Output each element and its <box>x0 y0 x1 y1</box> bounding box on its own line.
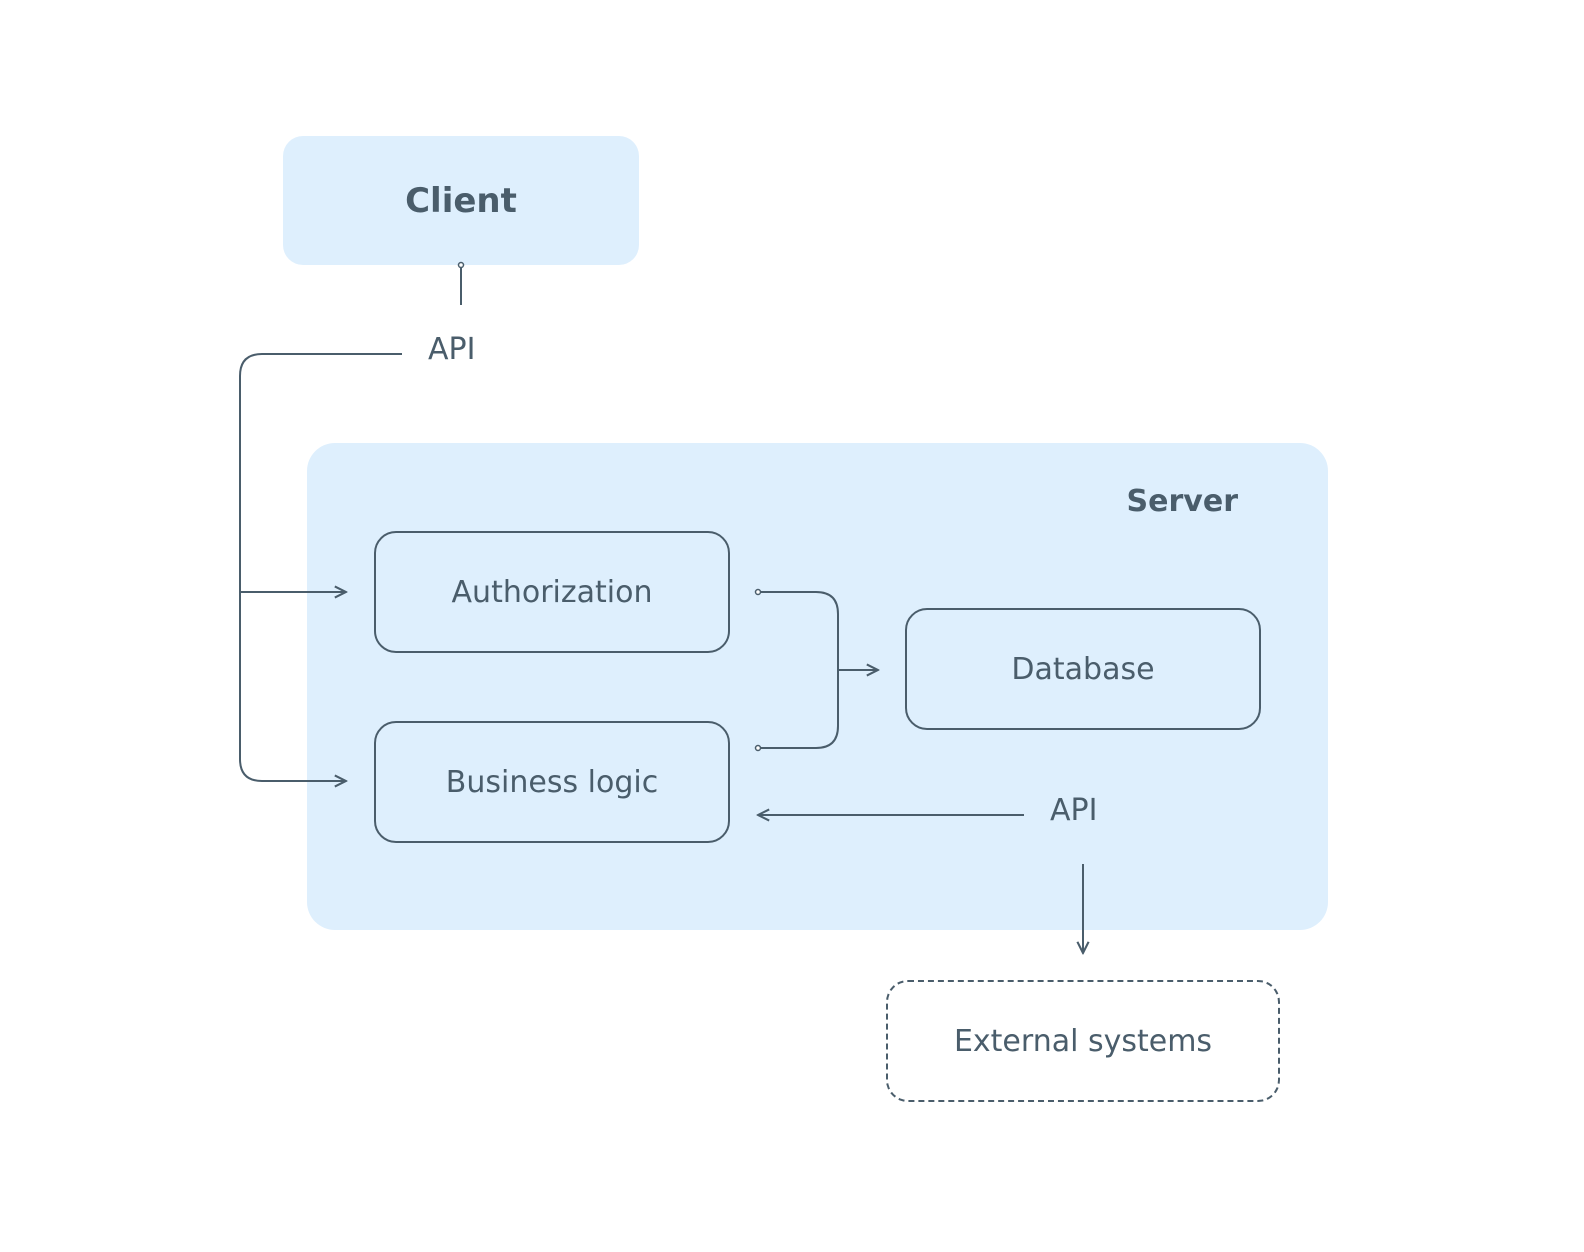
server-label: Server <box>1126 484 1238 519</box>
business-logic-node: Business logic <box>374 721 730 843</box>
authorization-label: Authorization <box>451 574 653 610</box>
authorization-node: Authorization <box>374 531 730 653</box>
api-inner-label: API <box>1050 793 1098 828</box>
api-top-label: API <box>428 332 476 367</box>
external-systems-node: External systems <box>886 980 1280 1102</box>
client-node: Client <box>283 136 639 265</box>
external-systems-label: External systems <box>953 1023 1213 1059</box>
database-label: Database <box>1011 651 1155 687</box>
business-logic-label: Business logic <box>445 764 659 800</box>
database-node: Database <box>905 608 1261 730</box>
client-label: Client <box>405 180 517 221</box>
